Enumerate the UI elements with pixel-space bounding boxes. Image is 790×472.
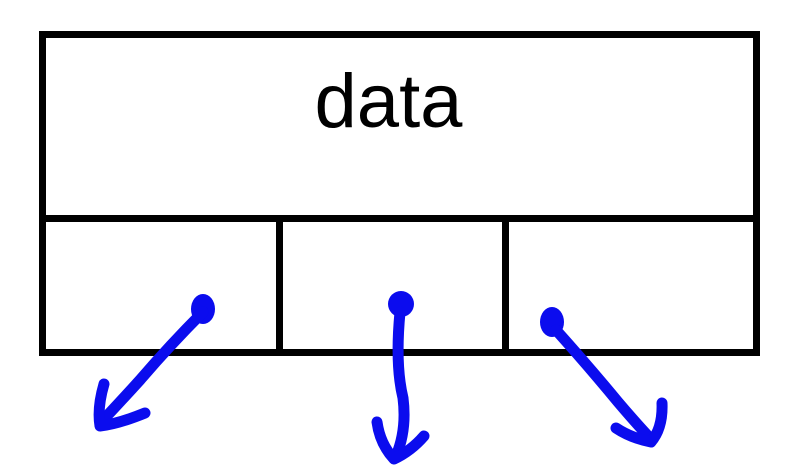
arrow-down-right-head — [610, 397, 668, 448]
pointer-cell-3 — [509, 222, 753, 349]
data-label: data — [314, 59, 463, 144]
arrow-down-middle-head — [371, 416, 430, 465]
arrow-down-left-head — [93, 378, 151, 432]
pointer-cells-row — [46, 222, 753, 349]
data-structure-box: data — [39, 31, 760, 356]
data-header-cell: data — [46, 38, 753, 222]
pointer-cell-2 — [276, 222, 509, 349]
pointer-cell-1 — [46, 222, 276, 349]
